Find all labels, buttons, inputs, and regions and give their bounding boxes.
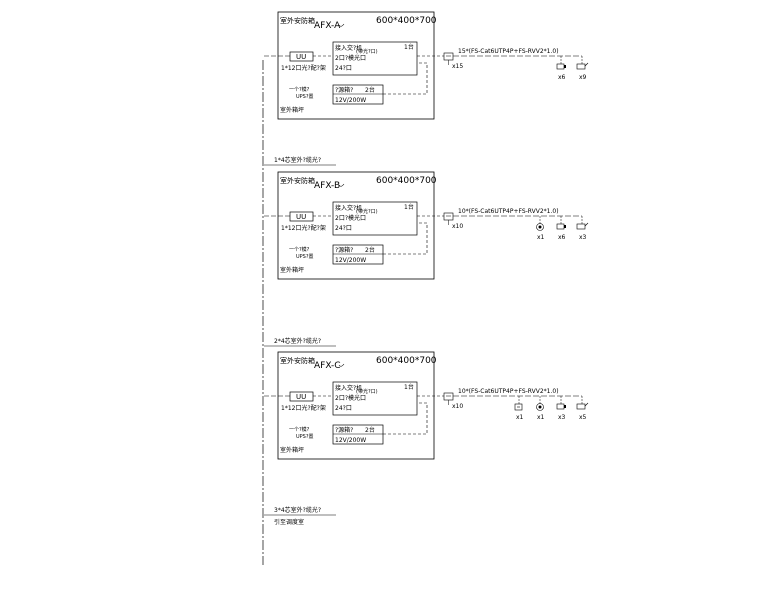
device-cam2-icon: x3	[576, 216, 589, 241]
device-cam2-icon: x9	[576, 56, 589, 81]
ups-desc-1: 一个?模?	[289, 426, 310, 433]
cabinet-footer: 室外箱坪	[280, 446, 304, 454]
ups-desc-1: 一个?模?	[289, 86, 310, 93]
cabinet-code: AFX-B	[314, 181, 340, 191]
junction-icon	[443, 52, 454, 61]
cabinet-title: 室外安防箱	[280, 16, 315, 25]
fiber-panel-box	[289, 211, 314, 222]
svg-text:2*4芯室外?缆光?: 2*4芯室外?缆光?	[274, 337, 321, 345]
device-count: x3	[558, 414, 566, 421]
device-count: x6	[558, 234, 566, 241]
ups-count: 2台	[365, 86, 375, 94]
device-count: x6	[558, 74, 566, 81]
fiber-panel-desc: 1*12口光?配?架	[281, 404, 326, 412]
ups-count: 2台	[365, 426, 375, 434]
ups-desc-2: UPS?置	[296, 94, 314, 100]
switch-note: (带光?口)	[356, 48, 378, 55]
riser-label-1: 1*4芯室外?缆光?	[264, 156, 336, 166]
switch-box	[332, 381, 418, 416]
cabinet-title: 室外安防箱	[280, 176, 315, 185]
device-cam-icon: x3	[556, 396, 566, 421]
cabinet-size: 600*400*700	[376, 16, 437, 26]
ups-desc-1: 一个?模?	[289, 246, 310, 253]
cabinet-footer: 室外箱坪	[280, 106, 304, 114]
riser-label-3: 3*4芯室外?缆光?	[264, 506, 336, 516]
fiber-panel-desc: 1*12口光?配?架	[281, 224, 326, 232]
cabinet-size: 600*400*700	[376, 356, 437, 366]
switch-optic-ports: 2口?模光口	[335, 54, 366, 62]
fiber-panel-desc: 1*12口光?配?架	[281, 64, 326, 72]
cabinet-footer: 室外箱坪	[280, 266, 304, 274]
device-cam-icon: x6	[556, 56, 566, 81]
device-cam-icon: x6	[556, 216, 566, 241]
ups-name: ?源箱?	[335, 426, 353, 434]
device-box-icon: x1	[514, 396, 524, 421]
switch-note: (带光?口)	[356, 208, 378, 215]
ups-count: 2台	[365, 246, 375, 254]
switch-box	[332, 201, 418, 236]
ups-box	[332, 244, 384, 265]
riser-end-label: 引至调度室	[274, 518, 304, 526]
ups-name: ?源箱?	[335, 86, 353, 94]
device-count: x3	[579, 234, 587, 241]
device-count: x1	[516, 414, 524, 421]
fiber-panel-label: UU	[296, 53, 306, 61]
ups-rating: 12V/200W	[335, 257, 366, 264]
cabinet-code: AFX-A	[314, 21, 341, 31]
svg-text:3*4芯室外?缆光?: 3*4芯室外?缆光?	[274, 506, 321, 514]
device-dome-icon: x1	[536, 216, 545, 241]
ups-box	[332, 424, 384, 445]
cabinet-title: 室外安防箱	[280, 356, 315, 365]
ups-rating: 12V/200W	[335, 97, 366, 104]
cabinet-size: 600*400*700	[376, 176, 437, 186]
device-cam2-icon: x5	[576, 396, 589, 421]
switch-name: 接入交?机	[335, 384, 362, 392]
cable-spec: 10*(FS-Cat6UTP4P+FS-RVV2*1.0)	[458, 388, 559, 395]
junction-count: x10	[452, 223, 463, 230]
cabinet-frame	[277, 171, 435, 280]
fiber-panel-label: UU	[296, 393, 306, 401]
cabinet-frame	[277, 351, 435, 460]
switch-optic-ports: 2口?模光口	[335, 394, 366, 402]
switch-ports: 24?口	[335, 65, 352, 72]
svg-text:1*4芯室外?缆光?: 1*4芯室外?缆光?	[274, 156, 321, 164]
ups-name: ?源箱?	[335, 246, 353, 254]
switch-ports: 24?口	[335, 225, 352, 232]
riser-label-2: 2*4芯室外?缆光?	[264, 337, 336, 347]
device-count: x1	[537, 414, 545, 421]
fiber-panel-box	[289, 391, 314, 402]
junction-count: x15	[452, 63, 463, 70]
ups-desc-2: UPS?置	[296, 254, 314, 260]
switch-name: 接入交?机	[335, 204, 362, 212]
device-count: x9	[579, 74, 587, 81]
cable-spec: 10*(FS-Cat6UTP4P+FS-RVV2*1.0)	[458, 208, 559, 215]
device-dome-icon: x1	[536, 396, 545, 421]
switch-count: 1台	[404, 203, 414, 211]
ups-desc-2: UPS?置	[296, 434, 314, 440]
junction-icon	[443, 392, 454, 401]
cabinet-frame	[277, 11, 435, 120]
switch-name: 接入交?机	[335, 44, 362, 52]
fiber-panel-box	[289, 51, 314, 62]
device-count: x5	[579, 414, 587, 421]
switch-optic-ports: 2口?模光口	[335, 214, 366, 222]
switch-note: (带光?口)	[356, 388, 378, 395]
switch-ports: 24?口	[335, 405, 352, 412]
cable-spec: 15*(FS-Cat6UTP4P+FS-RVV2*1.0)	[458, 48, 559, 55]
junction-icon	[443, 212, 454, 221]
switch-count: 1台	[404, 383, 414, 391]
junction-count: x10	[452, 403, 463, 410]
switch-box	[332, 41, 418, 76]
ups-rating: 12V/200W	[335, 437, 366, 444]
switch-count: 1台	[404, 43, 414, 51]
device-count: x1	[537, 234, 545, 241]
fiber-panel-label: UU	[296, 213, 306, 221]
cabinet-code: AFX-C	[314, 361, 341, 371]
ups-box	[332, 84, 384, 105]
